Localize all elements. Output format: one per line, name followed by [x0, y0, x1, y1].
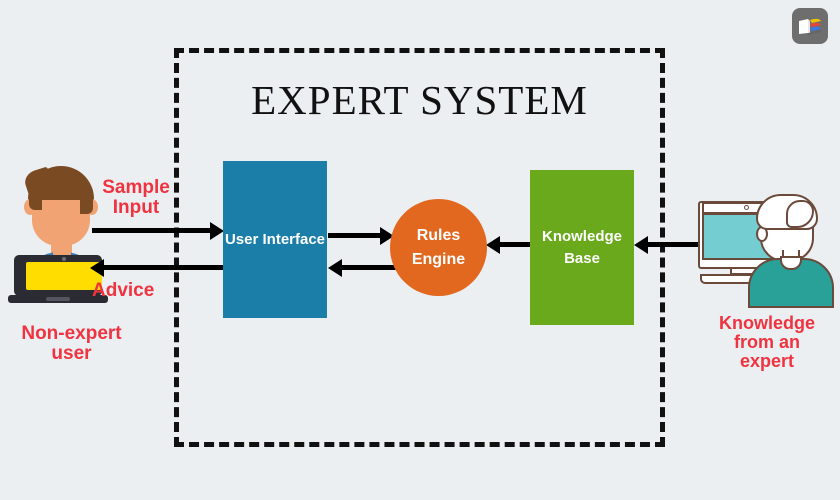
user-laptop-icon	[8, 255, 113, 306]
block-rules-engine[interactable]: Rules Engine	[390, 199, 487, 296]
page-title: EXPERT SYSTEM	[251, 77, 588, 123]
arrow-expert-to-kb-line	[648, 242, 710, 247]
caption-sample-input: Sample Input	[102, 177, 170, 218]
laptop-screen	[26, 262, 102, 290]
block-knowledge-base[interactable]: Knowledge Base	[530, 170, 634, 325]
caption-advice: Advice	[92, 280, 155, 301]
block-user-interface[interactable]: User Interface	[223, 161, 327, 318]
arrow-expert-to-kb-head	[634, 236, 648, 254]
arrow-ui-to-rules-line	[328, 233, 382, 238]
app-logo-icon	[799, 18, 821, 35]
arrow-kb-to-rules-head	[486, 236, 500, 254]
caption-non-expert-user: Non-expert user	[21, 323, 122, 364]
expert-torso-shape	[748, 258, 834, 308]
arrow-rules-to-ui-line	[342, 265, 400, 270]
laptop-trackpad	[46, 297, 70, 301]
app-logo[interactable]	[792, 8, 828, 44]
expert-monitor-camera	[744, 205, 749, 210]
caption-knowledge-from-expert: Knowledge from an expert	[718, 313, 815, 371]
arrow-rules-to-ui-head	[328, 259, 342, 277]
block-rules-engine-label: Rules Engine	[411, 227, 466, 268]
block-user-interface-label: User Interface	[224, 230, 326, 248]
arrow-user-to-ui-head	[210, 222, 224, 240]
expert-system-boundary	[174, 48, 665, 447]
expert-collar-shape	[780, 256, 802, 270]
expert-hair-sweep-shape	[786, 200, 814, 228]
arrow-kb-to-rules-line	[500, 242, 536, 247]
laptop-lid	[14, 255, 102, 296]
arrow-ui-to-user-head	[90, 259, 104, 277]
hair-side-left-shape	[29, 184, 42, 210]
block-knowledge-base-label: Knowledge Base	[541, 227, 622, 267]
hair-side-right-shape	[80, 184, 93, 214]
laptop-camera	[62, 257, 66, 261]
expert-figure	[694, 194, 840, 308]
arrow-user-to-ui-line	[92, 228, 214, 233]
arrow-ui-to-user-line	[104, 265, 224, 270]
